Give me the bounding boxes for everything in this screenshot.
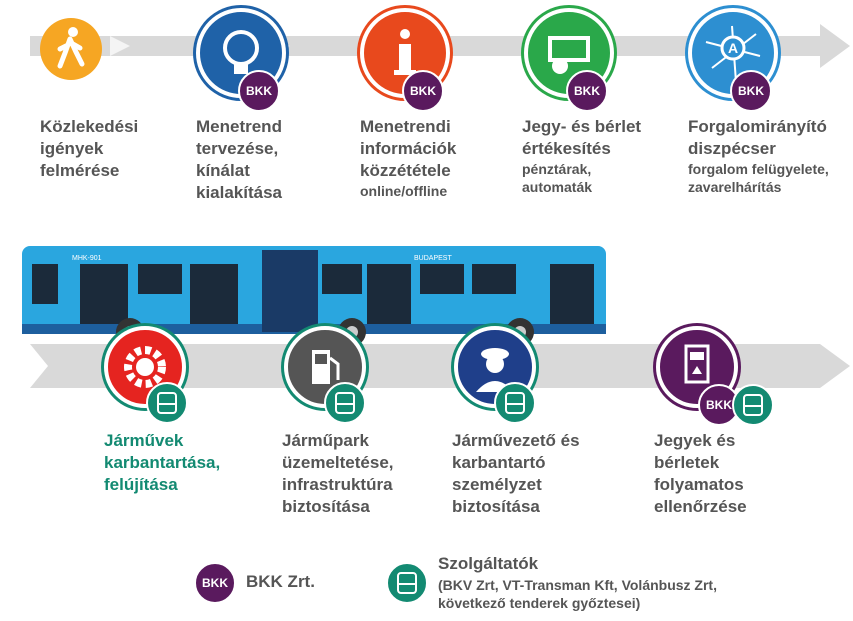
step-label: Járművezető és karbantartó személyzet bi… [452, 431, 580, 516]
step-timetable-planning [196, 8, 286, 98]
step-label: Járművek karbantartása, felújítása [104, 431, 221, 494]
fuel-pump-icon [312, 350, 340, 384]
step-label: Jegy- és bérlet értékesítés pénztárak, a… [522, 116, 662, 196]
pedestrian-icon [57, 27, 85, 69]
bkk-badge: BKK [238, 70, 280, 112]
bus-icon [335, 392, 355, 414]
bkk-badge: BKK [402, 70, 444, 112]
step-label: Menetrend tervezése, kínálat kialakítása [196, 117, 283, 202]
step-label: Jegyek és bérletek folyamatos ellenőrzés… [654, 431, 747, 516]
legend-bkk-badge: BKK [194, 562, 236, 604]
step-needs-assessment [40, 18, 102, 80]
provider-bus-badge [146, 382, 188, 424]
bkk-badge: BKK [730, 70, 772, 112]
bus-icon [397, 572, 417, 594]
step-sublabel: pénztárak, automaták [522, 161, 593, 195]
bus-brand: BUDAPEST [414, 255, 452, 262]
step-label: Járműpark üzemeltetése, infrastruktúra b… [282, 431, 394, 516]
ticket-validator-icon [684, 344, 710, 384]
step-sublabel: online/offline [360, 183, 448, 199]
step-label: Menetrendi információk közzététele onlin… [360, 116, 490, 200]
bus-icon [743, 394, 763, 416]
bkk-badge: BKK [566, 70, 608, 112]
legend-provider-title: Szolgáltatók [438, 554, 539, 573]
step-sublabel: forgalom felügyelete, zavarelhárítás [688, 161, 829, 195]
provider-bus-badge [494, 382, 536, 424]
bus-icon [157, 392, 177, 414]
bus-icon [505, 392, 525, 414]
provider-bus-badge [324, 382, 366, 424]
gear-icon [124, 346, 166, 388]
articulated-bus: MHK-901 BUDAPEST [22, 246, 606, 344]
step-label: Közlekedési igények felmérése [40, 117, 139, 180]
ticket-money-icon [548, 36, 590, 74]
bottom-process-arrow [30, 344, 850, 388]
traffic-map-icon: A [705, 25, 761, 83]
step-label: Forgalomirányító diszpécser forgalom fel… [688, 116, 853, 196]
info-icon [394, 29, 416, 75]
legend-bkk-label: BKK Zrt. [246, 572, 315, 591]
provider-bus-badge [732, 384, 774, 426]
svg-text:A: A [728, 40, 738, 56]
legend-provider-badge [386, 562, 428, 604]
lightbulb-icon [223, 30, 259, 74]
bus-front-code: MHK-901 [72, 255, 102, 262]
legend-provider-detail: (BKV Zrt, VT-Transman Kft, Volánbusz Zrt… [438, 577, 717, 611]
